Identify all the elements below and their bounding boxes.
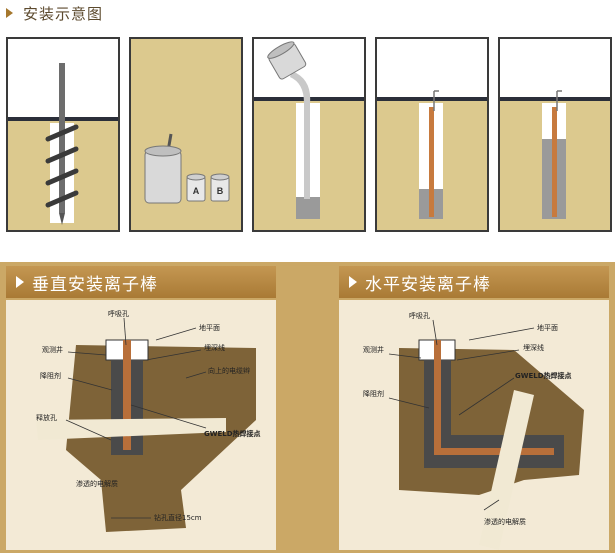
horizontal-header: 水平安装离子棒: [339, 266, 609, 298]
label-drill: 钻孔直径15cm: [154, 513, 202, 522]
label-electrolyte: 渗透的电解质: [484, 517, 526, 526]
label-electrolyte: 渗透的电解质: [76, 479, 118, 488]
vertical-header: 垂直安装离子棒: [6, 266, 276, 298]
backfill-bucket-icon: A B: [131, 39, 241, 230]
label-depth: 埋深线: [204, 343, 225, 352]
label-resistance: 降阻剂: [40, 371, 61, 380]
electrode-installed-icon: [500, 39, 610, 230]
electrode-inserted-icon: [377, 39, 487, 230]
label-inspection: 观测井: [42, 345, 63, 354]
label-cable: 向上的电缆辫: [208, 366, 250, 375]
horizontal-diagram: 地平面 呼吸孔 观测井 埋深线 降阻剂 GWELD热焊接点 渗透的电解质: [339, 300, 609, 550]
step-1-panel: [6, 37, 120, 232]
step-5-panel: [498, 37, 612, 232]
vertical-diagram: 地平面 呼吸孔 观测井 埋深线 降阻剂 向上的电缆辫 GWELD热焊接点 释放孔…: [6, 300, 276, 550]
step-3-panel: [252, 37, 366, 232]
page-title-row: 安装示意图: [6, 2, 103, 24]
pouring-backfill-icon: [254, 39, 364, 230]
label-vent: 呼吸孔: [108, 309, 129, 318]
label-depth: 埋深线: [523, 343, 544, 352]
label-inspection: 观测井: [363, 345, 384, 354]
vertical-header-title: 垂直安装离子棒: [32, 274, 158, 295]
triangle-bullet-icon: [6, 8, 13, 18]
step-2-panel: A B: [129, 37, 243, 232]
triangle-bullet-icon: [349, 276, 357, 288]
horizontal-header-title: 水平安装离子棒: [365, 274, 491, 295]
triangle-bullet-icon: [16, 276, 24, 288]
label-release: 释放孔: [36, 413, 57, 422]
step-4-panel: [375, 37, 489, 232]
label-weld: GWELD热焊接点: [204, 429, 261, 438]
auger-drilling-icon: [8, 39, 118, 230]
label-ground: 地平面: [199, 323, 220, 332]
label-ground: 地平面: [537, 323, 558, 332]
can-b-label: B: [217, 186, 224, 196]
page-title: 安装示意图: [23, 4, 104, 23]
label-resistance: 降阻剂: [363, 389, 384, 398]
can-a-label: A: [193, 186, 200, 196]
label-vent: 呼吸孔: [409, 311, 430, 320]
vertical-installation-drawing: 地平面 呼吸孔 观测井 埋深线 降阻剂 向上的电缆辫 GWELD热焊接点 释放孔…: [36, 309, 261, 532]
horizontal-installation-drawing: 地平面 呼吸孔 观测井 埋深线 降阻剂 GWELD热焊接点 渗透的电解质: [363, 311, 584, 550]
label-weld: GWELD热焊接点: [515, 371, 572, 380]
